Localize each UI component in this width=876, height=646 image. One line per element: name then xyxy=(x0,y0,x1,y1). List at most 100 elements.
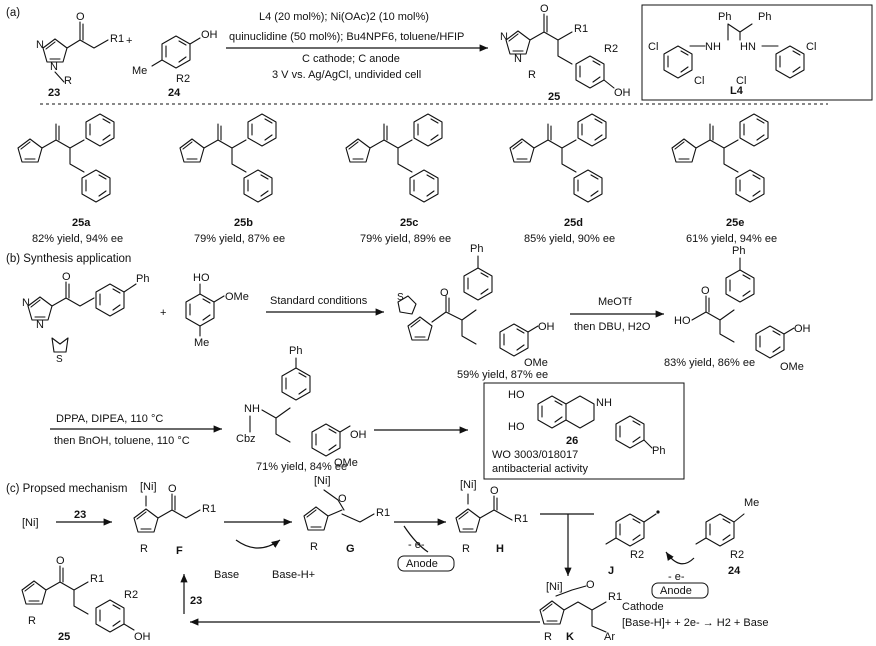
svg-text:S: S xyxy=(56,354,63,365)
structure-25: O R1 N N R R2 OH 25 xyxy=(500,3,631,103)
svg-text:Anode: Anode xyxy=(406,558,438,570)
mech-arrow-H-K xyxy=(540,513,594,576)
svg-text:R1: R1 xyxy=(376,507,390,519)
svg-text:R1: R1 xyxy=(514,513,528,525)
svg-text:Ph: Ph xyxy=(758,11,771,23)
svg-text:NH: NH xyxy=(244,403,260,415)
svg-text:G: G xyxy=(346,543,355,555)
cathode-label: Cathode xyxy=(622,601,664,613)
app-step1: Standard conditions xyxy=(266,295,384,316)
svg-text:R2: R2 xyxy=(730,549,744,561)
svg-text:S: S xyxy=(397,292,404,303)
mech-product-25: O R1 R R2 OH 25 xyxy=(21,555,151,643)
svg-text:Base-H+: Base-H+ xyxy=(272,569,315,581)
svg-text:R: R xyxy=(544,631,552,643)
svg-text:- e-: - e- xyxy=(408,539,425,551)
svg-text:R1: R1 xyxy=(202,503,216,515)
svg-text:O: O xyxy=(701,285,710,297)
svg-text:Ph: Ph xyxy=(289,345,302,357)
svg-text:R: R xyxy=(64,75,72,87)
svg-text:DPPA, DIPEA, 110 °C: DPPA, DIPEA, 110 °C xyxy=(56,413,163,425)
svg-text:N: N xyxy=(22,297,30,309)
svg-text:Ph: Ph xyxy=(470,243,483,255)
svg-text:R: R xyxy=(462,543,470,555)
product-result-label: 79% yield, 87% ee xyxy=(194,233,285,245)
svg-text:Anode: Anode xyxy=(660,585,692,597)
svg-text:OMe: OMe xyxy=(334,457,358,469)
svg-text:NH: NH xyxy=(705,41,721,53)
svg-text:HO: HO xyxy=(508,421,525,433)
svg-text:R2: R2 xyxy=(630,549,644,561)
svg-text:83% yield, 86% ee: 83% yield, 86% ee xyxy=(664,357,755,369)
svg-text:+: + xyxy=(160,307,166,319)
svg-text:23: 23 xyxy=(190,595,202,607)
svg-text:L4: L4 xyxy=(730,85,744,97)
svg-text:3 V vs. Ag/AgCl, undivided cel: 3 V vs. Ag/AgCl, undivided cell xyxy=(272,69,421,81)
svg-text:NH: NH xyxy=(596,397,612,409)
svg-text:O: O xyxy=(586,579,595,591)
mech-oxidation-curve xyxy=(403,525,429,553)
svg-text:[Ni]: [Ni] xyxy=(460,479,477,491)
svg-text:25: 25 xyxy=(548,91,560,103)
svg-text:25: 25 xyxy=(58,631,70,643)
app-step2: MeOTf then DBU, H2O xyxy=(570,296,664,333)
svg-text:Me: Me xyxy=(744,497,759,509)
svg-text:J: J xyxy=(608,565,614,577)
mech-start: [Ni] 23 xyxy=(22,509,112,529)
svg-text:Cbz: Cbz xyxy=(236,433,256,445)
mech-intermediate-K: [Ni] O R1 Ar R K xyxy=(539,579,622,643)
svg-text:R2: R2 xyxy=(176,73,190,85)
product-id-label: 25c xyxy=(400,217,418,229)
product-id-label: 25a xyxy=(72,217,91,229)
svg-text:R2: R2 xyxy=(604,43,618,55)
svg-text:then DBU, H2O: then DBU, H2O xyxy=(574,321,651,333)
svg-text:F: F xyxy=(176,545,183,557)
svg-text:OMe: OMe xyxy=(225,291,249,303)
svg-text:O: O xyxy=(76,11,85,23)
svg-text:O: O xyxy=(490,485,499,497)
svg-text:then BnOH, toluene, 110 °C: then BnOH, toluene, 110 °C xyxy=(54,435,190,447)
svg-text:O: O xyxy=(338,493,347,505)
svg-text:OH: OH xyxy=(201,29,218,41)
svg-text:OH: OH xyxy=(614,87,631,99)
svg-text:59% yield, 87% ee: 59% yield, 87% ee xyxy=(457,369,548,381)
product-id-label: 25b xyxy=(234,217,253,229)
svg-text:N: N xyxy=(36,39,44,51)
structure-24: OH Me R2 24 xyxy=(132,29,218,99)
svg-text:OH: OH xyxy=(538,321,555,333)
cathode-equation: [Base-H]+ + 2e- → H2 + Base xyxy=(622,617,768,629)
svg-text:H: H xyxy=(496,543,504,555)
svg-text:L4 (20 mol%); Ni(OAc)2 (10 mol: L4 (20 mol%); Ni(OAc)2 (10 mol%) xyxy=(259,11,429,23)
svg-text:HO: HO xyxy=(193,272,210,284)
svg-text:quinuclidine (50 mol%); Bu4NPF: quinuclidine (50 mol%); Bu4NPF6, toluene… xyxy=(229,31,464,43)
svg-text:[Ni]: [Ni] xyxy=(140,481,157,493)
app-phenol: HO OMe Me xyxy=(185,272,249,349)
svg-text:Me: Me xyxy=(132,65,147,77)
product-result-label: 61% yield, 94% ee xyxy=(686,233,777,245)
ligand-L4-box: Ph Ph NH HN Cl Cl Cl Cl L4 xyxy=(641,4,873,101)
mech-base-curve xyxy=(235,539,281,549)
mech-intermediate-F: [Ni] O R1 R F xyxy=(133,481,216,557)
app-carbamate: NH Cbz Ph OH OMe 71% yield, 84% ee xyxy=(236,345,367,473)
svg-text:23: 23 xyxy=(48,87,60,99)
product-25a: 25a 82% yield, 94% ee xyxy=(17,113,123,245)
product-result-label: 82% yield, 94% ee xyxy=(32,233,123,245)
svg-text:N: N xyxy=(50,61,58,73)
mech-phenol-24: Me R2 24 xyxy=(695,497,759,577)
svg-text:- e-: - e- xyxy=(668,571,685,583)
section-b-label: (b) Synthesis application xyxy=(6,253,131,265)
svg-text:K: K xyxy=(566,631,574,643)
svg-text:R: R xyxy=(310,541,318,553)
product-result-label: 79% yield, 89% ee xyxy=(360,233,451,245)
svg-text:R1: R1 xyxy=(608,591,622,603)
product-25b: 25b 79% yield, 87% ee xyxy=(179,113,285,245)
svg-text:24: 24 xyxy=(168,87,181,99)
svg-text:[Ni]: [Ni] xyxy=(314,475,331,487)
svg-text:O: O xyxy=(62,271,71,283)
svg-text:O: O xyxy=(168,483,177,495)
svg-text:Base: Base xyxy=(214,569,239,581)
svg-text:[Ni]: [Ni] xyxy=(22,517,39,529)
